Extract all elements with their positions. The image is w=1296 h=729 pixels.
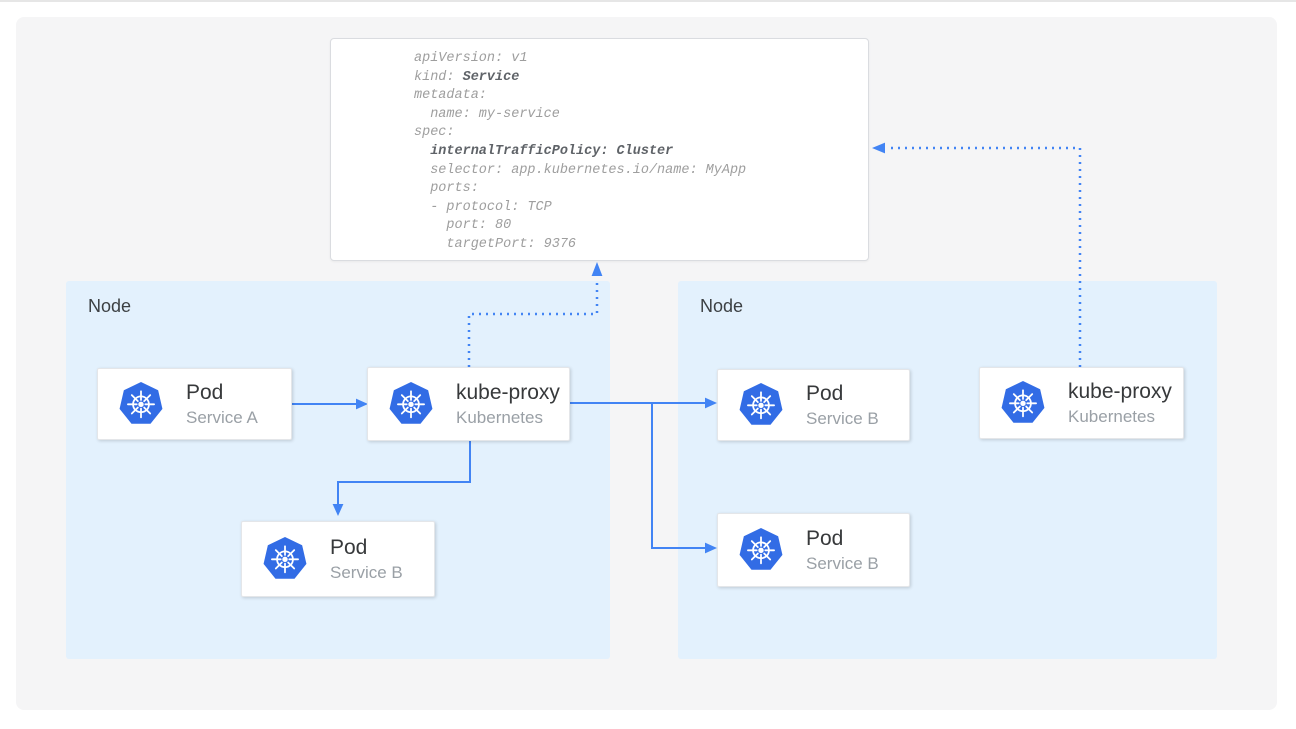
card-kube-proxy-left: kube-proxy Kubernetes <box>367 367 570 441</box>
node-box-right: Node <box>678 281 1217 659</box>
top-divider <box>0 0 1296 2</box>
card-subtitle: Service A <box>186 407 258 427</box>
card-pod-service-b-right-bottom: Pod Service B <box>717 513 910 587</box>
card-title: Pod <box>330 535 368 559</box>
node-label: Node <box>88 296 132 316</box>
card-pod-service-a: Pod Service A <box>97 368 292 440</box>
kubernetes-icon <box>738 527 784 573</box>
card-title: kube-proxy <box>456 380 560 404</box>
node-label: Node <box>700 296 744 316</box>
card-pod-service-b-right-top: Pod Service B <box>717 369 910 441</box>
card-kube-proxy-right: kube-proxy Kubernetes <box>979 367 1184 439</box>
kubernetes-icon <box>1000 380 1046 426</box>
card-subtitle: Service B <box>330 562 403 582</box>
kubernetes-icon <box>262 536 308 582</box>
node-box-left: Node <box>66 281 610 659</box>
card-pod-service-b-left: Pod Service B <box>241 521 435 597</box>
card-title: kube-proxy <box>1068 379 1172 403</box>
card-subtitle: Kubernetes <box>1068 406 1155 426</box>
card-title: Pod <box>186 380 224 404</box>
card-subtitle: Kubernetes <box>456 407 543 427</box>
kubernetes-icon <box>118 381 164 427</box>
card-subtitle: Service B <box>806 553 879 573</box>
card-title: Pod <box>806 381 844 405</box>
card-title: Pod <box>806 526 844 550</box>
card-subtitle: Service B <box>806 408 879 428</box>
kubernetes-icon <box>388 381 434 427</box>
kubernetes-icon <box>738 382 784 428</box>
